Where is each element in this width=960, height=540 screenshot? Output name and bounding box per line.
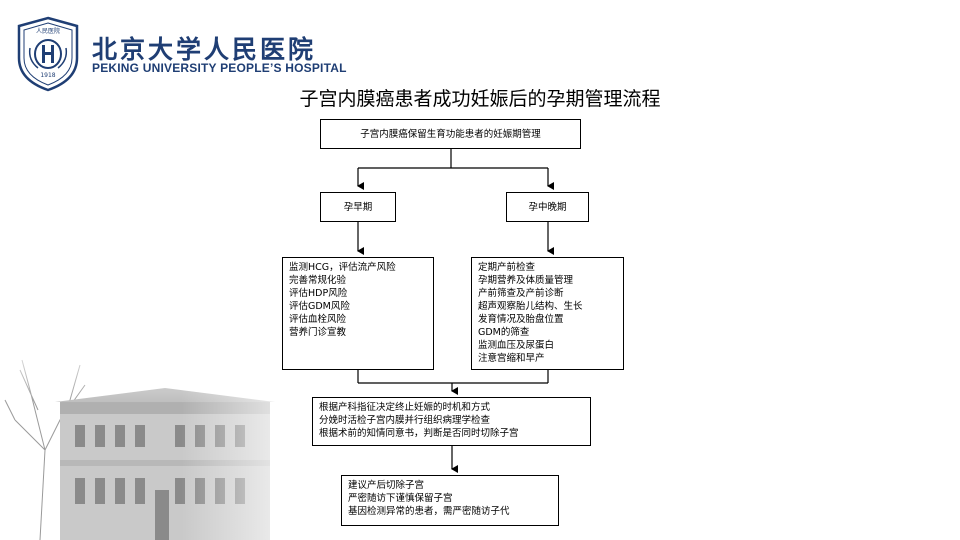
early-task-item: 评估血栓风险 (289, 314, 347, 325)
flow-box-delivery-decision: 根据产科指征决定终止妊娠的时机和方式 分娩时活检子宫内膜并行组织病理学检查 根据… (312, 397, 591, 446)
early-task-item: 营养门诊宣教 (289, 327, 347, 338)
mid-late-task-item: 定期产前检查 (478, 262, 536, 273)
hospital-building-image (0, 330, 330, 540)
mid-late-task-item: 监测血压及尿蛋白 (478, 340, 555, 351)
mid-late-task-item: 超声观察胎儿结构、生长 (478, 301, 583, 312)
seal-year: 1918 (40, 72, 55, 79)
hospital-name-cn: 北京大学人民医院 (92, 35, 317, 64)
decision-item: 分娩时活检子宫内膜并行组织病理学检查 (319, 415, 491, 426)
decision-item: 根据产科指征决定终止妊娠的时机和方式 (319, 402, 491, 413)
mid-late-task-item: 孕期营养及体质量管理 (478, 275, 574, 286)
mid-late-task-item: GDM的筛查 (478, 327, 530, 338)
hospital-name-en: PEKING UNIVERSITY PEOPLE’S HOSPITAL (92, 61, 347, 75)
early-task-item: 评估GDM风险 (289, 301, 350, 312)
seal-top-text: 人民医院 (36, 27, 60, 35)
hospital-seal-logo: 人民医院 1918 (17, 16, 79, 92)
flow-box-early-tasks: 监测HCG，评估流产风险 完善常规化验 评估HDP风险 评估GDM风险 评估血栓… (282, 257, 434, 370)
postpartum-item: 基因检测异常的患者，需严密随访子代 (348, 506, 510, 517)
page-title: 子宫内膜癌患者成功妊娠后的孕期管理流程 (299, 88, 661, 110)
mid-late-task-item: 注意宫缩和早产 (478, 353, 545, 364)
early-task-item: 评估HDP风险 (289, 288, 348, 299)
decision-item: 根据术前的知情同意书，判断是否同时切除子宫 (319, 428, 519, 439)
flow-box-mid-late-pregnancy: 孕中晚期 (506, 192, 589, 222)
early-task-item: 完善常规化验 (289, 275, 347, 286)
early-task-item: 监测HCG，评估流产风险 (289, 262, 396, 273)
flow-box-pregnancy-management: 子宫内膜癌保留生育功能患者的妊娠期管理 (320, 119, 581, 149)
postpartum-item: 建议产后切除子宫 (348, 480, 425, 491)
mid-late-task-item: 产前筛查及产前诊断 (478, 288, 564, 299)
mid-late-pregnancy-label: 孕中晚期 (528, 201, 567, 213)
flow-box-early-pregnancy: 孕早期 (320, 192, 396, 222)
flow-box-postpartum: 建议产后切除子宫 严密随访下谨慎保留子宫 基因检测异常的患者，需严密随访子代 (341, 475, 559, 526)
postpartum-item: 严密随访下谨慎保留子宫 (348, 493, 453, 504)
flow-box-top-text: 子宫内膜癌保留生育功能患者的妊娠期管理 (360, 128, 541, 140)
flow-box-mid-late-tasks: 定期产前检查 孕期营养及体质量管理 产前筛查及产前诊断 超声观察胎儿结构、生长 … (471, 257, 624, 370)
mid-late-task-item: 发育情况及胎盘位置 (478, 314, 564, 325)
early-pregnancy-label: 孕早期 (343, 201, 373, 213)
